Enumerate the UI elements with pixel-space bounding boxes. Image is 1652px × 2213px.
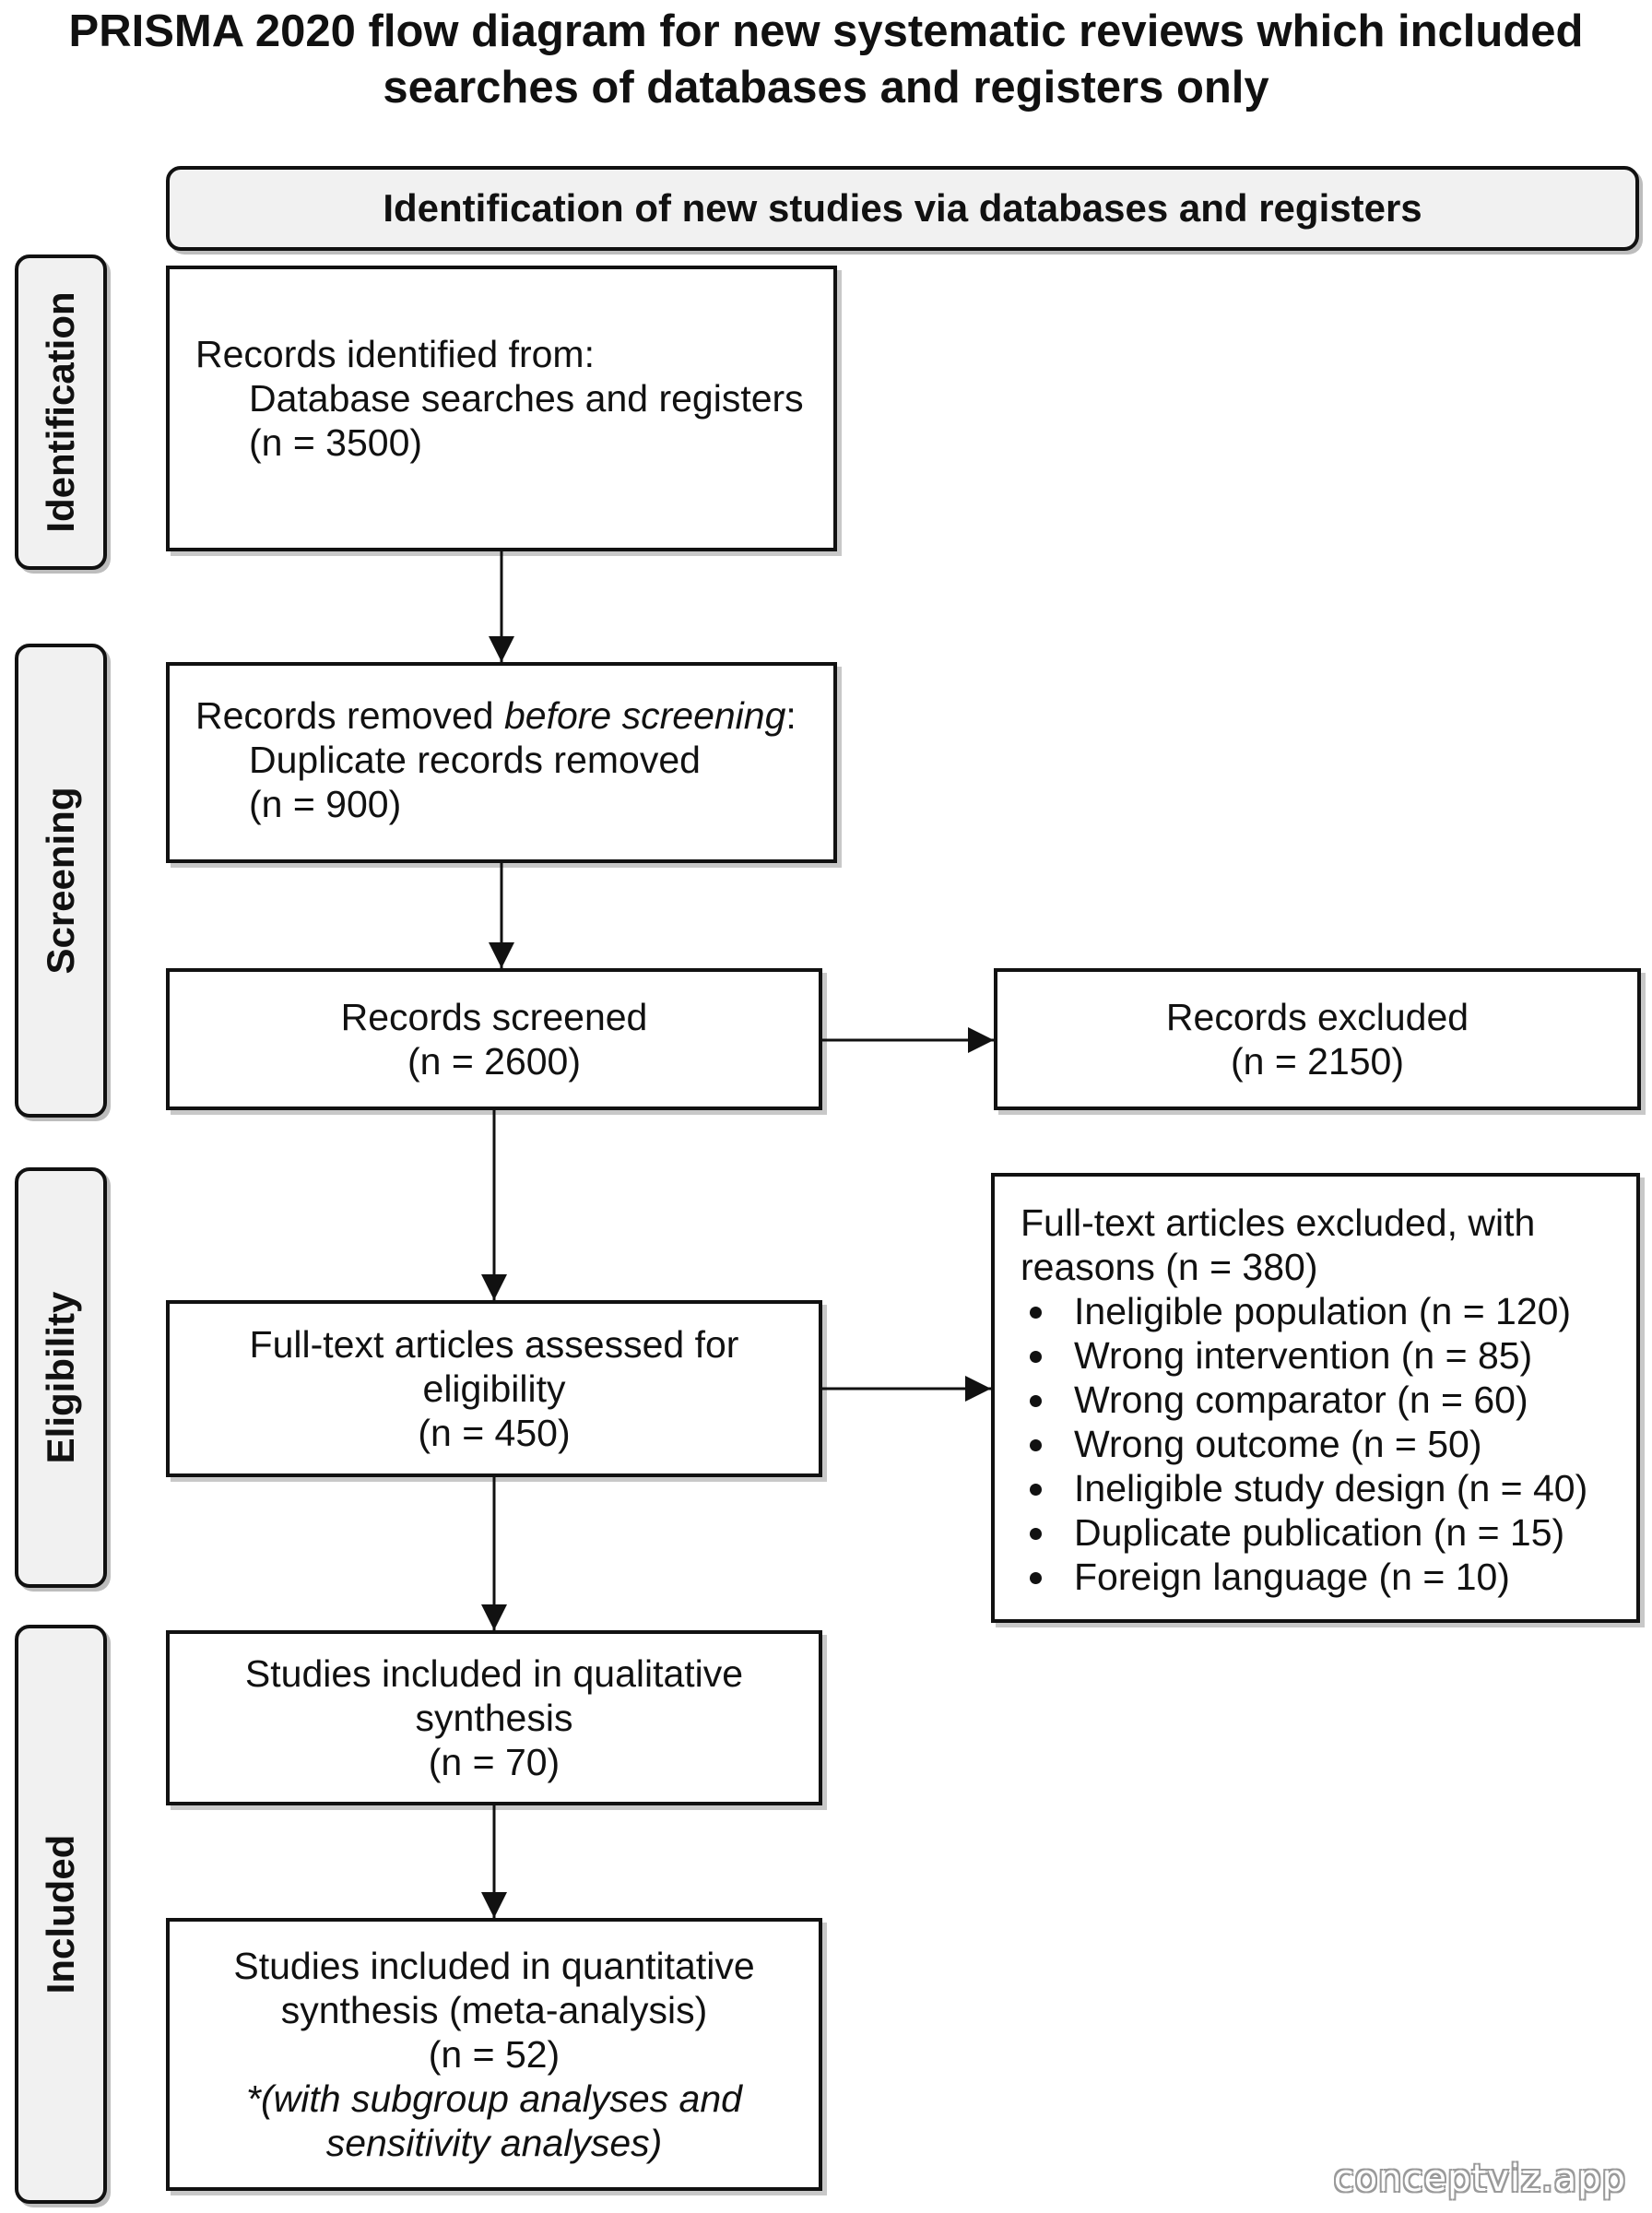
qualitative-count: (n = 70) — [428, 1741, 560, 1783]
records-excluded-box: Records excluded (n = 2150) — [994, 968, 1641, 1110]
diagram-title: PRISMA 2020 flow diagram for new systema… — [0, 4, 1652, 116]
records-excluded-label: Records excluded — [1165, 996, 1469, 1038]
qualitative-line-1: Studies included in qualitative — [244, 1652, 744, 1695]
records-removed-heading: Records removed before screening: — [195, 693, 833, 738]
arrowhead — [489, 636, 514, 662]
qualitative-line-2: synthesis — [415, 1697, 573, 1739]
phase-header: Identification of new studies via databa… — [166, 166, 1639, 251]
records-removed-box: Records removed before screening: Duplic… — [166, 662, 837, 863]
records-excluded-count: (n = 2150) — [1230, 1040, 1405, 1083]
records-screened-box: Records screened (n = 2600) — [166, 968, 822, 1110]
title-line-1: PRISMA 2020 flow diagram for new systema… — [68, 6, 1584, 56]
records-identified-source: Database searches and registers — [249, 377, 804, 420]
fulltext-assessed-line-1: Full-text articles assessed for — [249, 1323, 739, 1366]
watermark: conceptviz.app — [1333, 2158, 1626, 2200]
fulltext-excluded-box: Full-text articles excluded, with reason… — [991, 1173, 1640, 1623]
quantitative-note-1: *(with subgroup analyses and — [246, 2077, 742, 2120]
side-label-included: Included — [15, 1625, 107, 2204]
records-screened-label: Records screened — [340, 996, 648, 1038]
quantitative-note-2: sensitivity analyses) — [325, 2122, 663, 2164]
side-label-screening: Screening — [15, 644, 107, 1118]
records-identified-box: Records identified from: Database search… — [166, 266, 837, 551]
quantitative-line-2: synthesis (meta-analysis) — [280, 1989, 708, 2031]
records-removed-heading-suffix: : — [785, 694, 796, 737]
fulltext-excluded-line-1: Full-text articles excluded, with — [1021, 1201, 1536, 1244]
records-identified-heading: Records identified from: — [195, 333, 595, 375]
fulltext-excluded-line-2: reasons (n = 380) — [1021, 1246, 1318, 1288]
fulltext-assessed-count: (n = 450) — [418, 1412, 571, 1454]
arrowhead — [965, 1376, 991, 1402]
quantitative-count: (n = 52) — [428, 2033, 560, 2076]
fulltext-assessed-line-2: eligibility — [422, 1367, 566, 1410]
fulltext-assessed-box: Full-text articles assessed for eligibil… — [166, 1300, 822, 1477]
records-screened-count: (n = 2600) — [407, 1040, 582, 1083]
records-removed-heading-prefix: Records removed — [195, 694, 504, 737]
records-removed-count: (n = 900) — [249, 783, 402, 825]
side-label-identification: Identification — [15, 254, 107, 570]
exclusion-reason-item: Ineligible population (n = 120) — [1021, 1289, 1636, 1333]
records-removed-detail: Duplicate records removed — [249, 739, 701, 781]
qualitative-synthesis-box: Studies included in qualitative synthesi… — [166, 1630, 822, 1805]
arrowhead — [481, 1604, 507, 1630]
quantitative-synthesis-box: Studies included in quantitative synthes… — [166, 1918, 822, 2191]
title-line-2: searches of databases and registers only — [383, 63, 1269, 112]
arrowhead — [968, 1027, 994, 1053]
records-removed-heading-emphasis: before screening — [503, 694, 786, 737]
side-label-eligibility: Eligibility — [15, 1167, 107, 1588]
exclusion-reason-item: Wrong outcome (n = 50) — [1021, 1422, 1636, 1466]
quantitative-line-1: Studies included in quantitative — [233, 1945, 755, 1987]
arrowhead — [489, 942, 514, 968]
exclusion-reason-item: Duplicate publication (n = 15) — [1021, 1510, 1636, 1555]
arrowhead — [481, 1892, 507, 1918]
exclusion-reason-item: Ineligible study design (n = 40) — [1021, 1466, 1636, 1510]
exclusion-reason-item: Wrong intervention (n = 85) — [1021, 1333, 1636, 1378]
exclusion-reasons-list: Ineligible population (n = 120) Wrong in… — [1021, 1289, 1636, 1599]
exclusion-reason-item: Foreign language (n = 10) — [1021, 1555, 1636, 1599]
exclusion-reason-item: Wrong comparator (n = 60) — [1021, 1378, 1636, 1422]
records-identified-count: (n = 3500) — [249, 421, 423, 464]
arrowhead — [481, 1274, 507, 1300]
